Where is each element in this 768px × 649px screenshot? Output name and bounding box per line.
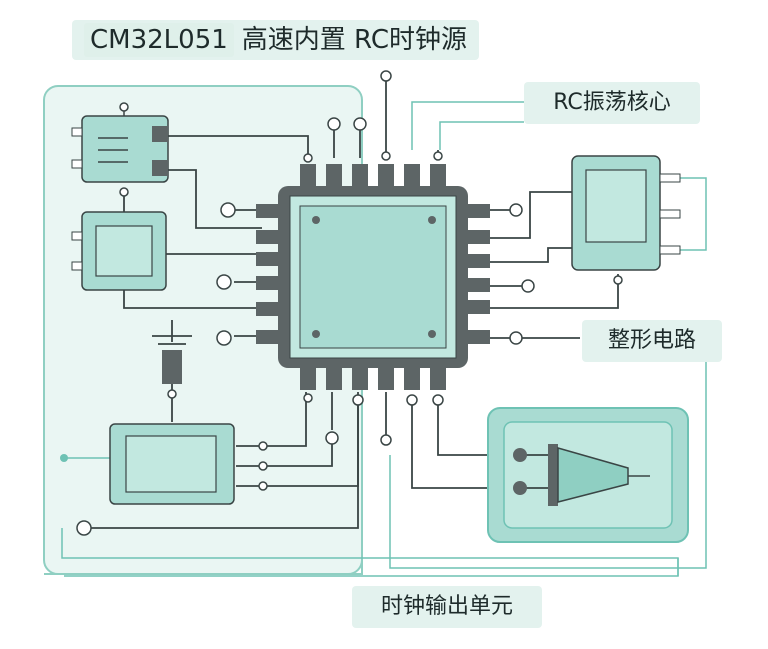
diagram-title: CM32L051 高速内置 RC时钟源	[72, 20, 479, 60]
mcu-chip	[256, 164, 490, 390]
rc-core-component	[571, 155, 681, 271]
resistor-component	[162, 350, 182, 399]
top-left-component	[71, 102, 169, 197]
thin-traces	[61, 101, 707, 577]
bottom-left-component	[109, 423, 268, 505]
shaping-panel	[487, 407, 689, 543]
mid-left-component	[71, 211, 167, 291]
label-rc-core: RC振荡核心	[524, 82, 700, 124]
node-dot	[60, 454, 68, 462]
dark-traces	[84, 80, 619, 529]
pin-terminals	[76, 70, 623, 536]
title-text: 高速内置 RC时钟源	[241, 25, 467, 55]
label-shaping: 整形电路	[582, 320, 722, 362]
title-part-code: CM32L051	[84, 23, 234, 57]
label-clock-output: 时钟输出单元	[352, 586, 542, 628]
